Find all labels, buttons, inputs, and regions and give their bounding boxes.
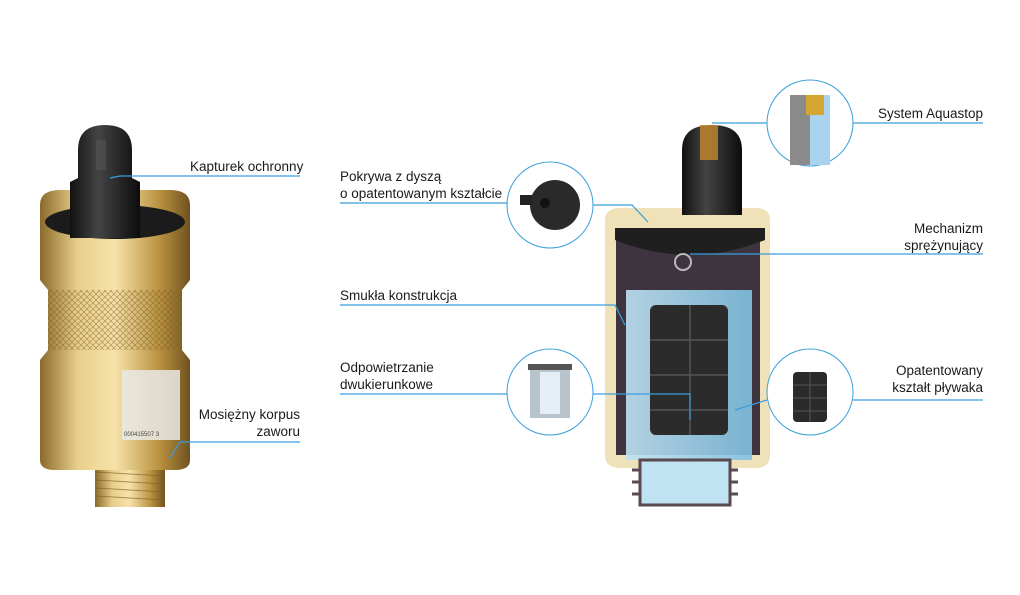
label-spring-line1: Mechanizm — [913, 221, 983, 236]
label-venting-line2: dwukierunkowe — [340, 377, 434, 392]
label-nozzle-line2: o opatentowanym kształcie — [340, 186, 503, 201]
label-float-line2: kształt pływaka — [892, 380, 983, 395]
label-protective-cap: Kapturek ochronny — [190, 159, 304, 174]
leader-venting-2 — [593, 393, 691, 420]
label-float-line1: Opatentowany — [895, 363, 983, 378]
brass-valve: 000415507 3 — [40, 125, 190, 507]
label-brass-body: Mosiężny korpus zaworu — [180, 406, 300, 440]
label-spring-mechanism: Mechanizm sprężynujący — [823, 220, 983, 254]
label-nozzle-line1: Pokrywa z dyszą — [340, 169, 442, 184]
leader-nozzle-2 — [593, 204, 649, 223]
label-slim-design: Smukła konstrukcja — [340, 288, 458, 303]
label-two-way-venting: Odpowietrzanie dwukierunkowe — [340, 359, 434, 393]
product-sticker — [122, 370, 180, 440]
protective-cap — [70, 125, 140, 238]
label-spring-line2: sprężynujący — [904, 238, 983, 253]
label-float-shape: Opatentowany kształt pływaka — [823, 362, 983, 396]
label-aquastop: System Aquastop — [877, 106, 983, 121]
sticker-code: 000415507 3 — [124, 432, 160, 438]
label-brass-body-line1: Mosiężny korpus — [198, 407, 300, 422]
venting-detail — [528, 364, 572, 418]
cutaway-valve — [605, 125, 770, 507]
aquastop-detail — [790, 95, 830, 165]
leader-slim — [340, 304, 626, 326]
label-brass-body-line2: zaworu — [256, 424, 300, 439]
nozzle-cover-detail — [520, 180, 580, 230]
label-venting-line1: Odpowietrzanie — [340, 360, 434, 375]
label-nozzle-cover: Pokrywa z dyszą o opatentowanym kształci… — [340, 168, 502, 202]
leader-body — [169, 441, 300, 459]
leader-float-2 — [734, 399, 768, 411]
float-detail — [793, 372, 827, 422]
leader-cap — [109, 175, 300, 179]
